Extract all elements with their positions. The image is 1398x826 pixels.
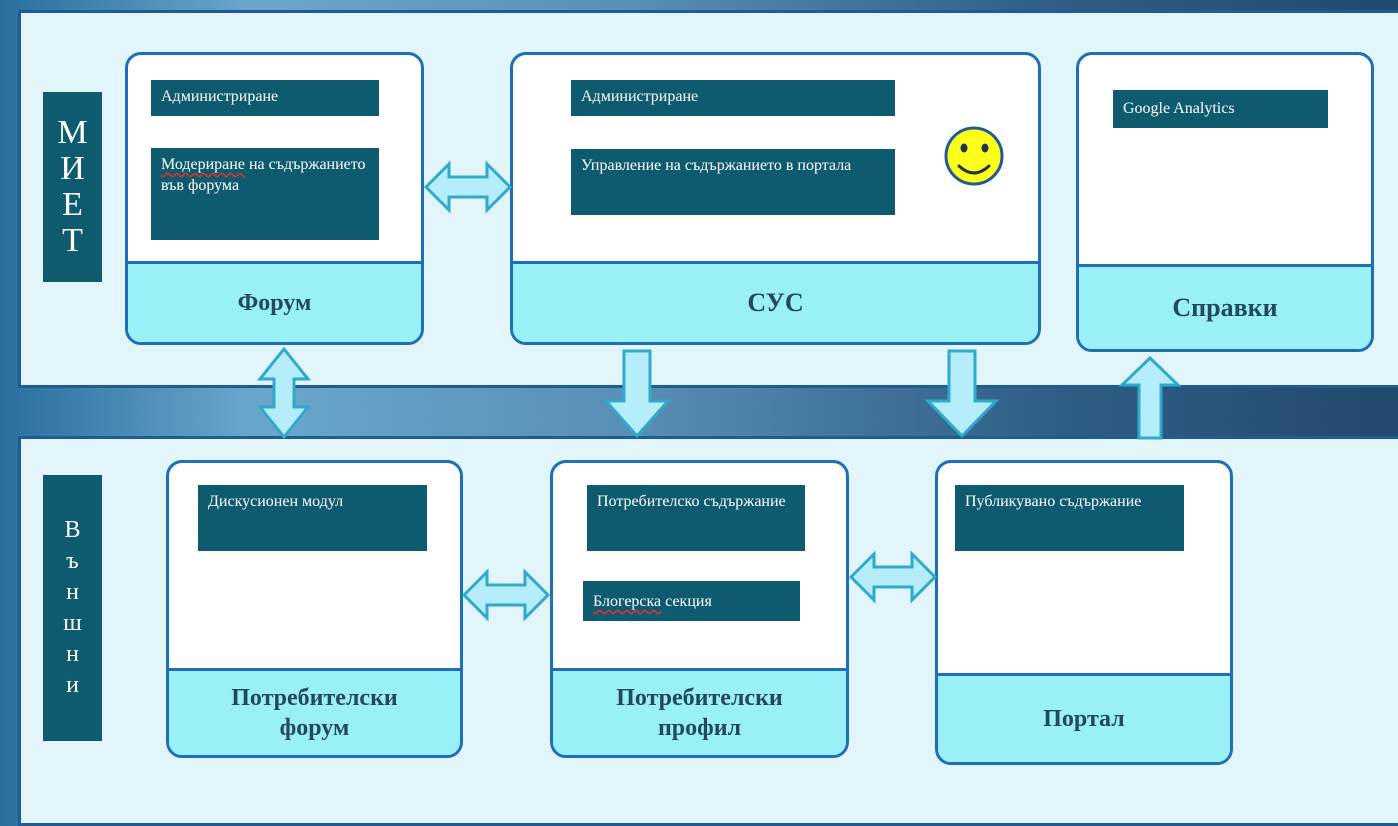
forum-title: Форум — [128, 261, 421, 342]
forum-moderation-note: Модериране на съдържанието във форума — [151, 148, 379, 240]
double-arrow-horizontal-icon — [848, 550, 938, 604]
user-forum-title-line1: Потребителски — [231, 685, 398, 711]
external-letter: ш — [63, 610, 82, 636]
miet-letter: И — [60, 150, 85, 187]
forum-admin-note: Администриране — [151, 80, 379, 116]
user-profile-title: Потребителски профил — [553, 668, 846, 755]
double-arrow-horizontal-icon — [461, 568, 551, 622]
arrow-down-icon — [602, 349, 672, 439]
spravki-ga-note: Google Analytics — [1113, 90, 1328, 128]
smiley-icon — [944, 126, 1004, 186]
sus-title: СУС — [513, 261, 1038, 342]
miet-letter: Т — [62, 222, 83, 259]
user-content-note: Потребителско съдържание — [587, 485, 805, 551]
sus-content-note: Управление на съдържанието в портала — [571, 149, 895, 215]
user-profile-title-line1: Потребителски — [616, 685, 783, 711]
external-letter: В — [64, 517, 81, 543]
miet-label: М И Е Т — [43, 92, 102, 282]
external-letter: н — [66, 579, 79, 605]
external-label: В ъ н ш н и — [43, 475, 102, 741]
arrow-down-icon — [924, 349, 1000, 439]
moderation-rest: на съдържанието във форума — [161, 156, 366, 194]
user-forum-title: Потребителски форум — [169, 668, 460, 755]
double-arrow-horizontal-icon — [423, 160, 513, 214]
external-letter: и — [66, 672, 79, 698]
external-letter: ъ — [66, 548, 79, 574]
external-letter: н — [66, 641, 79, 667]
miet-letter: М — [57, 114, 88, 151]
arrow-up-icon — [1118, 355, 1182, 440]
blog-rest: секция — [661, 593, 712, 610]
moderation-word: Модериране — [161, 156, 245, 173]
spravki-title: Справки — [1079, 264, 1371, 349]
published-content-note: Публикувано съдържание — [955, 485, 1184, 551]
sus-admin-note: Администриране — [571, 80, 895, 116]
blog-word: Блогерска — [593, 593, 662, 610]
miet-letter: Е — [62, 186, 83, 223]
discussion-module-note: Дискусионен модул — [198, 485, 427, 551]
portal-title: Портал — [938, 673, 1230, 762]
user-forum-title-line2: форум — [279, 715, 350, 741]
double-arrow-vertical-icon — [256, 346, 312, 440]
user-profile-title-line2: профил — [657, 715, 742, 741]
blog-section-note: Блогерска секция — [583, 581, 800, 621]
